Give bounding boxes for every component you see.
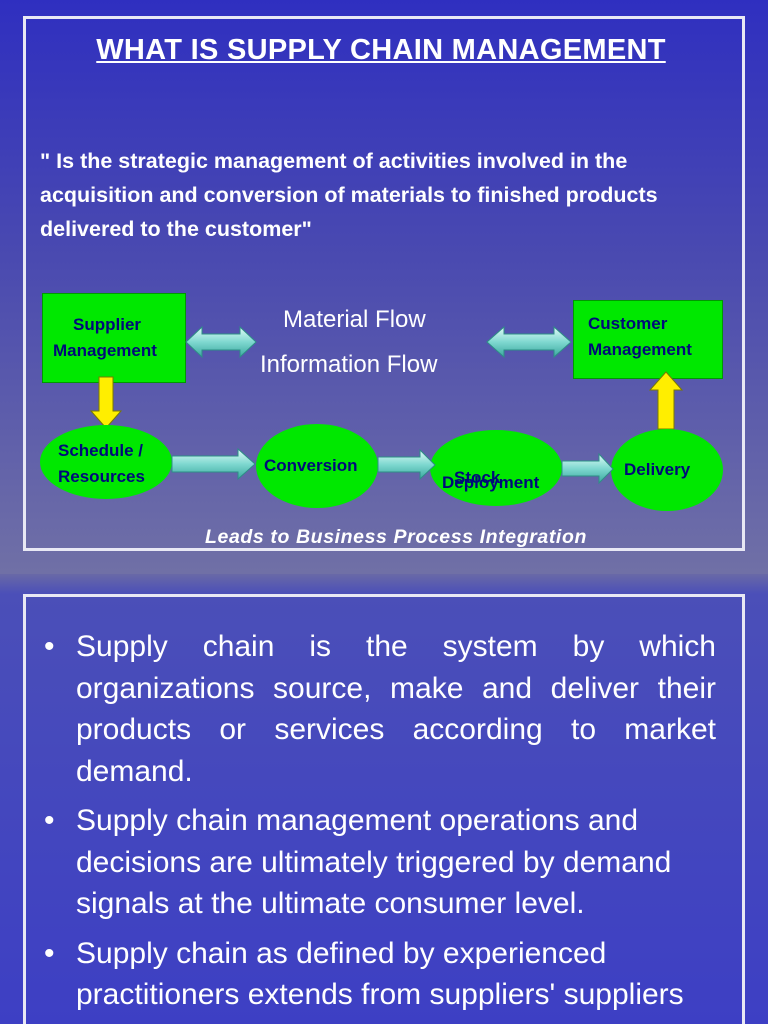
supplier-label-line2: Management: [53, 341, 157, 360]
supplier-label-line1: Supplier: [73, 315, 142, 334]
footer-tagline: Leads to Business Process Integration: [205, 526, 587, 548]
bullet-item: • Supply chain management operations and…: [40, 800, 716, 925]
delivery-label: Delivery: [624, 460, 691, 479]
stock-deployment-node: Stock Deployment: [430, 430, 562, 506]
customer-label-line1: Customer: [588, 314, 668, 333]
stock-label: Stock: [454, 468, 501, 487]
bullet-dot-icon: •: [44, 804, 55, 837]
bullet-text: Supply chain as defined by experienced p…: [76, 936, 684, 1012]
bullet-list: • Supply chain is the system by which or…: [40, 626, 716, 1024]
schedule-label-line1: Schedule /: [58, 441, 144, 460]
supplier-management-node: Supplier Management: [42, 293, 186, 383]
delivery-node: Delivery: [611, 429, 723, 511]
double-arrow-right-icon: [486, 325, 572, 359]
arrow-right-icon: [561, 452, 614, 485]
schedule-label-line2: Resources: [58, 467, 145, 486]
arrow-down-icon: [89, 376, 123, 429]
information-flow-label: Information Flow: [260, 351, 438, 378]
customer-label-line2: Management: [588, 340, 692, 359]
material-flow-label: Material Flow: [283, 306, 426, 333]
arrow-right-icon: [377, 448, 436, 481]
double-arrow-left-icon: [185, 325, 257, 359]
bullet-dot-icon: •: [44, 936, 55, 970]
bullet-text: Supply chain management operations and d…: [76, 804, 672, 920]
conversion-node: Conversion: [256, 424, 378, 508]
arrow-right-icon: [171, 447, 256, 481]
bullet-dot-icon: •: [44, 630, 55, 663]
slide-2-frame: [23, 594, 745, 1024]
schedule-resources-node: Schedule / Resources: [40, 425, 172, 499]
slide-title: WHAT IS SUPPLY CHAIN MANAGEMENT: [96, 34, 666, 66]
definition-quote: " Is the strategic management of activit…: [40, 149, 658, 241]
slide-1-frame: [23, 16, 745, 551]
arrow-up-icon: [648, 371, 684, 430]
customer-management-node: Customer Management: [573, 300, 723, 379]
bullet-text: Supply chain is the system by which orga…: [76, 630, 716, 788]
bullet-item: • Supply chain is the system by which or…: [40, 626, 716, 792]
conversion-label: Conversion: [264, 456, 358, 475]
bullet-item: • Supply chain as defined by experienced…: [40, 933, 716, 1016]
deployment-label: Deployment: [442, 473, 540, 492]
